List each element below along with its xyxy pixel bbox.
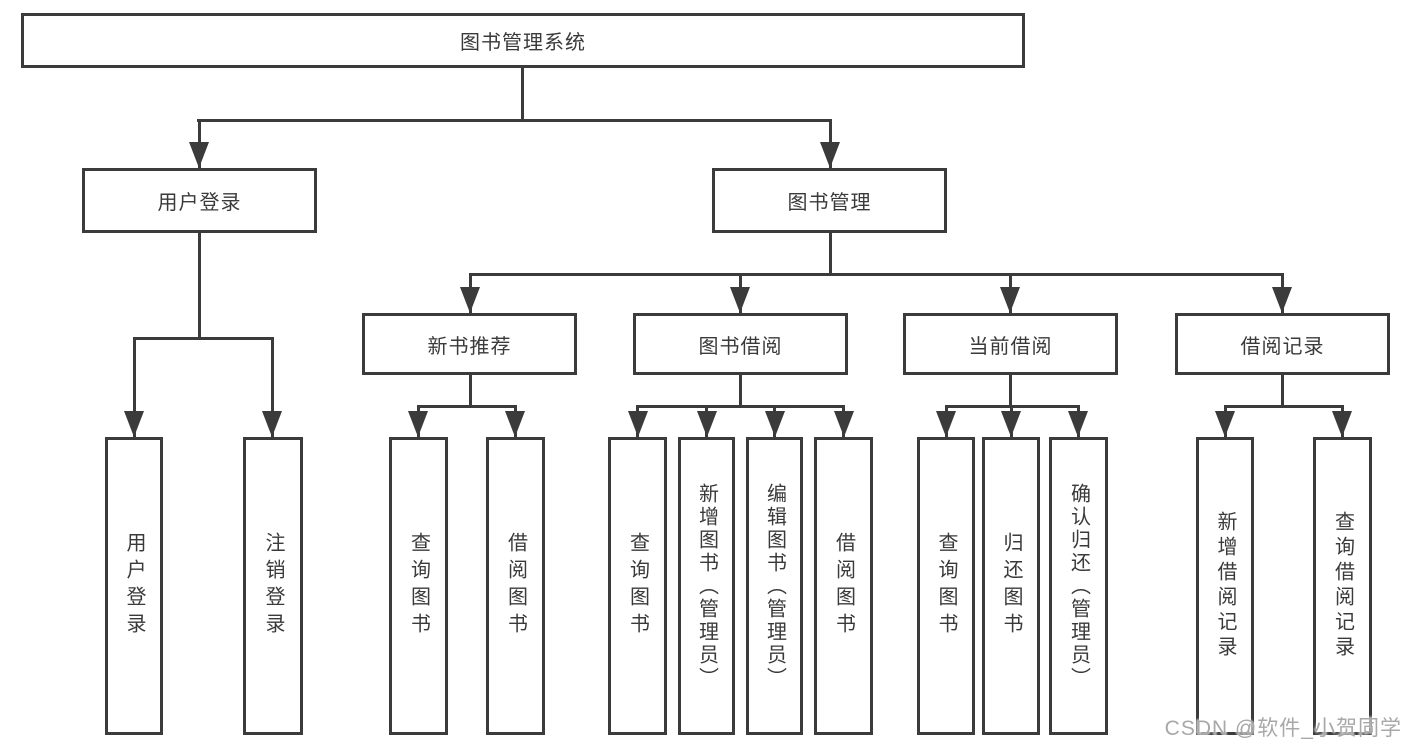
connector: [197, 119, 832, 122]
leaf-confirm-return-admin: 确认归还（管理员）: [1049, 437, 1108, 735]
leaf-borrow-books-1: 借阅图书: [486, 437, 545, 735]
arrow-down-icon: [765, 411, 785, 437]
arrow-down-icon: [1000, 287, 1020, 313]
node-new-book-recommendation: 新书推荐: [362, 313, 577, 375]
arrow-down-icon: [628, 411, 648, 437]
arrow-down-icon: [1272, 287, 1292, 313]
connector: [1224, 405, 1344, 408]
arrow-down-icon: [730, 287, 750, 313]
connector: [829, 233, 832, 276]
arrow-down-icon: [697, 411, 717, 437]
connector: [198, 233, 201, 340]
arrow-down-icon: [189, 142, 209, 168]
connector: [1281, 375, 1284, 408]
leaf-query-books-2: 查询图书: [608, 437, 667, 735]
connector: [133, 337, 136, 437]
arrow-down-icon: [460, 287, 480, 313]
node-book-borrowing: 图书借阅: [633, 313, 848, 375]
connector: [636, 405, 845, 408]
arrow-down-icon: [505, 411, 525, 437]
csdn-watermark: CSDN @软件_小贺同学: [1164, 717, 1402, 740]
node-user-login: 用户登录: [82, 168, 317, 233]
connector: [271, 337, 274, 437]
connector: [469, 273, 1284, 276]
leaf-borrow-books-2: 借阅图书: [814, 437, 873, 735]
leaf-add-book-admin: 新增图书（管理员）: [678, 437, 735, 735]
connector: [133, 337, 274, 340]
node-borrowing-records: 借阅记录: [1175, 313, 1390, 375]
leaf-query-books-3: 查询图书: [917, 437, 975, 735]
connector: [1009, 375, 1012, 408]
arrow-down-icon: [834, 411, 854, 437]
arrow-down-icon: [262, 411, 282, 437]
leaf-add-borrow-record: 新增借阅记录: [1196, 437, 1254, 735]
leaf-edit-book-admin: 编辑图书（管理员）: [746, 437, 803, 735]
node-current-borrowing: 当前借阅: [903, 313, 1118, 375]
arrow-down-icon: [1215, 411, 1235, 437]
arrow-down-icon: [1001, 411, 1021, 437]
arrow-down-icon: [1068, 411, 1088, 437]
arrow-down-icon: [820, 142, 840, 168]
arrow-down-icon: [124, 411, 144, 437]
leaf-query-borrow-record: 查询借阅记录: [1313, 437, 1372, 735]
arrow-down-icon: [408, 411, 428, 437]
leaf-logout: 注销登录: [243, 437, 303, 735]
leaf-return-books: 归还图书: [982, 437, 1040, 735]
node-library-management-system: 图书管理系统: [21, 13, 1025, 68]
connector: [469, 375, 472, 408]
leaf-user-login: 用户登录: [105, 437, 163, 735]
leaf-query-books-1: 查询图书: [389, 437, 448, 735]
connector: [521, 68, 524, 122]
connector: [739, 375, 742, 408]
arrow-down-icon: [1332, 411, 1352, 437]
connector: [417, 405, 517, 408]
node-book-management: 图书管理: [712, 168, 947, 233]
arrow-down-icon: [936, 411, 956, 437]
